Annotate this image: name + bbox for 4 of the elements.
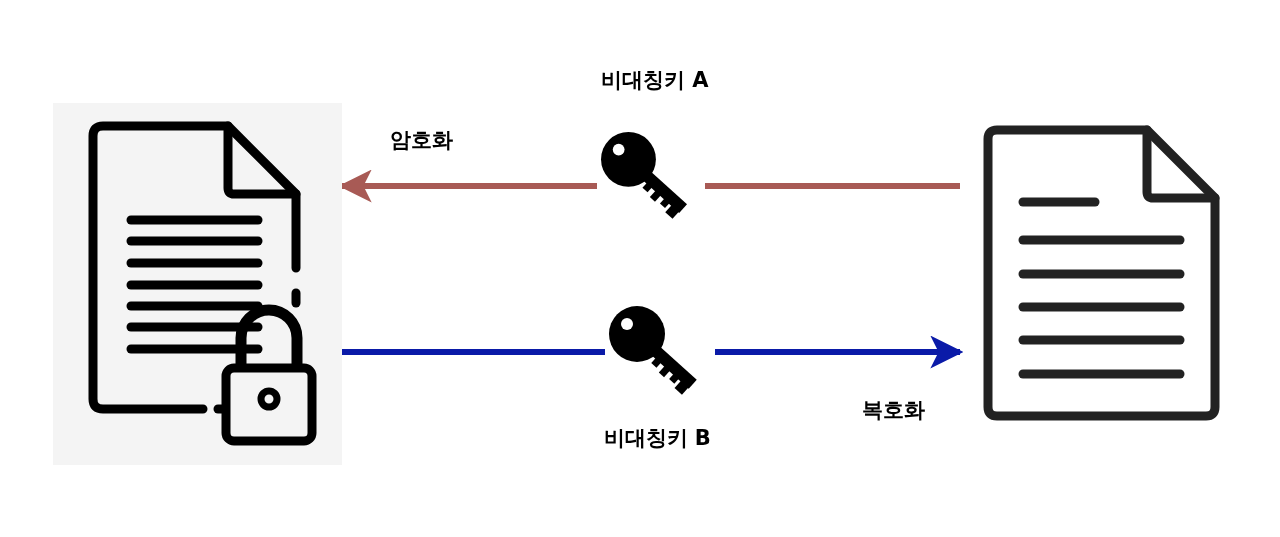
arrow [715,335,964,369]
locked-document-icon [53,103,342,465]
key-caption: 비대칭키 A [601,67,709,94]
key-caption: 비대칭키 B [603,425,711,452]
